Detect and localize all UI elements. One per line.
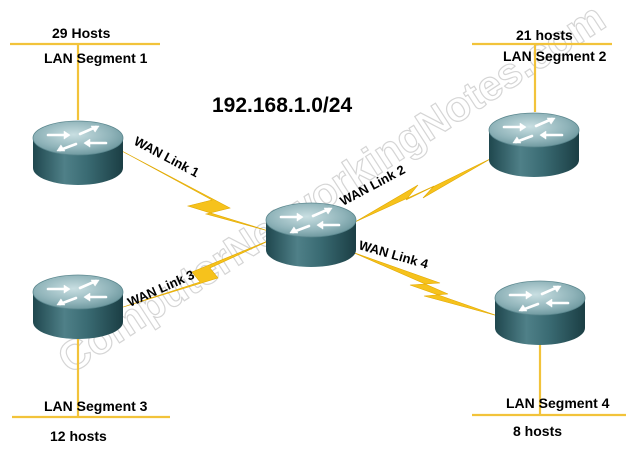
seg3-name: LAN Segment 3 — [44, 398, 148, 414]
router-4-icon — [493, 279, 587, 347]
seg4-hosts: 8 hosts — [513, 423, 562, 439]
seg3-hosts: 12 hosts — [50, 428, 107, 444]
seg1-hosts: 29 Hosts — [52, 25, 111, 41]
router-core-icon — [264, 201, 358, 269]
seg2-hosts: 21 hosts — [516, 27, 573, 43]
seg2-name: LAN Segment 2 — [503, 48, 607, 64]
seg4-name: LAN Segment 4 — [506, 395, 610, 411]
seg1-name: LAN Segment 1 — [44, 50, 148, 66]
wan-link-1-label: WAN Link 1 — [132, 133, 202, 180]
router-2-icon — [487, 111, 581, 179]
router-1-icon — [31, 119, 125, 187]
router-3-icon — [31, 273, 125, 341]
network-address: 192.168.1.0/24 — [212, 94, 352, 117]
